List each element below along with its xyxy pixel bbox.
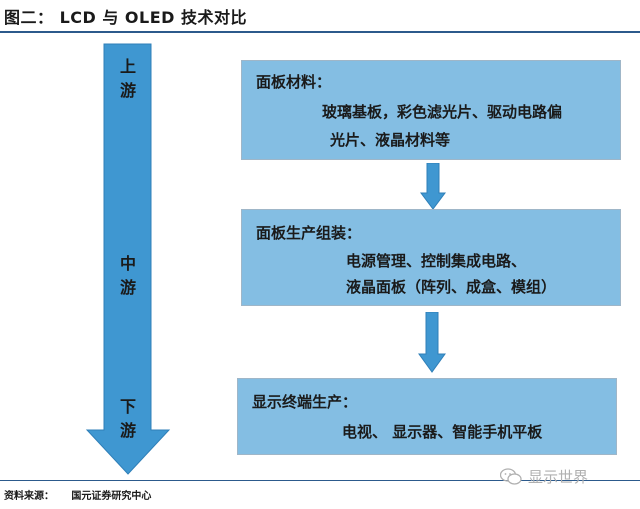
downstream-box-heading: 显示终端生产： (252, 393, 358, 411)
stage-upstream-char-1: 上 (119, 57, 136, 76)
midstream-box-line-1: 电源管理、控制集成电路、 (346, 252, 527, 270)
upstream-box-heading: 面板材料： (256, 73, 332, 91)
midstream-box-heading: 面板生产组装： (256, 224, 362, 242)
footer-divider (0, 480, 640, 481)
upstream-box-line-2: 光片、液晶材料等 (330, 131, 451, 149)
stage-upstream: 上 游 (108, 55, 148, 103)
upstream-box-line-1: 玻璃基板，彩色滤光片、驱动电路偏 (322, 103, 563, 121)
midstream-box-line-2: 液晶面板（阵列、成盒、模组） (346, 278, 557, 296)
source-note: 资料来源： 国元证券研究中心 (4, 491, 152, 502)
stage-midstream-char-1: 中 (119, 254, 136, 273)
stage-downstream-char-1: 下 (119, 397, 136, 416)
figure-title: 图二： LCD 与 OLED 技术对比 (4, 8, 248, 27)
stage-midstream-char-2: 游 (119, 278, 136, 297)
downstream-terminal-box: 显示终端生产： 电视、 显示器、智能手机平板 (237, 378, 617, 455)
title-divider (0, 31, 640, 33)
midstream-assembly-box: 面板生产组装： 电源管理、控制集成电路、 液晶面板（阵列、成盒、模组） (241, 209, 621, 306)
down-arrow-1 (420, 163, 446, 210)
stage-upstream-char-2: 游 (119, 81, 136, 100)
downstream-box-line-1: 电视、 显示器、智能手机平板 (342, 423, 543, 441)
wechat-icon (500, 467, 522, 485)
stage-downstream-char-2: 游 (119, 421, 136, 440)
watermark-text: 显示世界 (528, 468, 589, 486)
upstream-materials-box: 面板材料： 玻璃基板，彩色滤光片、驱动电路偏 光片、液晶材料等 (241, 60, 621, 160)
watermark: 显示世界 (500, 466, 588, 487)
stage-downstream: 下 游 (108, 395, 148, 443)
stage-midstream: 中 游 (108, 252, 148, 300)
down-arrow-2 (418, 312, 446, 373)
